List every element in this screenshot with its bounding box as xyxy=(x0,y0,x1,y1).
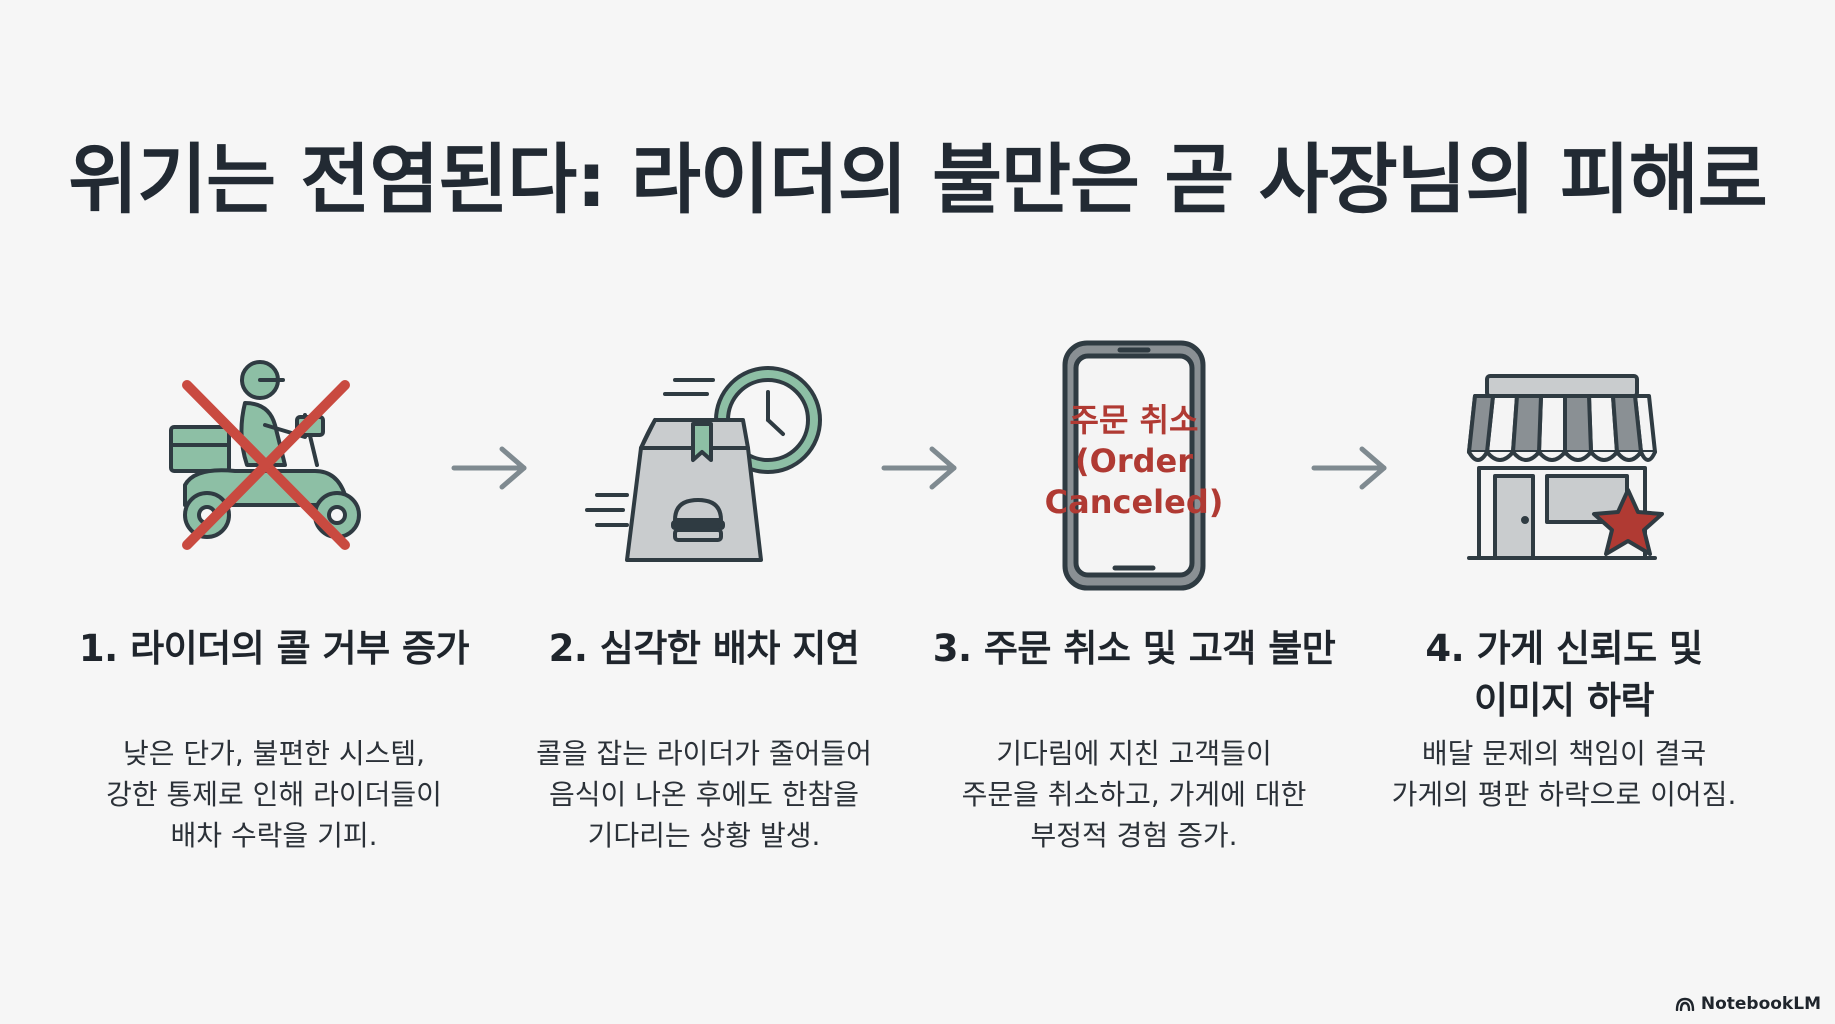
phone-label-line: 주문 취소 xyxy=(1069,401,1199,439)
brand-label: NotebookLM xyxy=(1700,994,1821,1014)
brand-watermark: NotebookLM xyxy=(1675,994,1821,1014)
arrow-right-icon xyxy=(881,446,957,490)
step-description: 배달 문제의 책임이 결국 가게의 평판 하락으로 이어짐. xyxy=(1344,733,1784,815)
step-desc-line: 낮은 단가, 불편한 시스템, xyxy=(122,737,426,770)
page-title: 위기는 전염된다: 라이더의 불만은 곧 사장님의 피해로 xyxy=(68,135,1767,224)
step-desc-line: 가게의 평판 하락으로 이어짐. xyxy=(1391,778,1737,811)
step-description: 콜을 잡는 라이더가 줄어들어 음식이 나온 후에도 한참을 기다리는 상황 발… xyxy=(484,733,924,856)
phone-order-canceled-label: 주문 취소 (Order Canceled) xyxy=(1014,400,1254,523)
step-title-line: 이미지 하락 xyxy=(1473,679,1655,722)
step-title-line: 1. 라이더의 콜 거부 증가 xyxy=(78,627,470,670)
step-desc-line: 음식이 나온 후에도 한참을 xyxy=(548,778,860,811)
step-desc-line: 기다리는 상황 발생. xyxy=(587,819,821,852)
step-title-line: 4. 가게 신뢰도 및 xyxy=(1425,627,1703,670)
step-desc-line: 기다림에 지친 고객들이 xyxy=(996,737,1272,770)
step-title: 4. 가게 신뢰도 및 이미지 하락 xyxy=(1334,623,1794,727)
step-title: 1. 라이더의 콜 거부 증가 xyxy=(44,623,504,675)
step-desc-line: 주문을 취소하고, 가게에 대한 xyxy=(961,778,1307,811)
delivery-bag-clock-icon xyxy=(585,366,822,562)
step-desc-line: 부정적 경험 증가. xyxy=(1030,819,1238,852)
step-title-line: 2. 심각한 배차 지연 xyxy=(548,627,860,670)
arrow-right-icon xyxy=(451,446,527,490)
step-desc-line: 배달 문제의 책임이 결국 xyxy=(1421,737,1707,770)
step-title: 3. 주문 취소 및 고객 불만 xyxy=(904,623,1364,675)
step-description: 기다림에 지친 고객들이 주문을 취소하고, 가게에 대한 부정적 경험 증가. xyxy=(914,733,1354,856)
phone-label-line: Canceled) xyxy=(1044,483,1224,521)
step-desc-line: 콜을 잡는 라이더가 줄어들어 xyxy=(536,737,872,770)
notebooklm-logo-icon xyxy=(1675,997,1695,1011)
storefront-star-icon xyxy=(1467,374,1664,560)
rider-scooter-crossed-icon xyxy=(169,360,361,550)
step-desc-line: 배차 수락을 기피. xyxy=(170,819,378,852)
phone-order-canceled-icon xyxy=(1062,340,1206,591)
step-description: 낮은 단가, 불편한 시스템, 강한 통제로 인해 라이더들이 배차 수락을 기… xyxy=(54,733,494,856)
step-title-line: 3. 주문 취소 및 고객 불만 xyxy=(932,627,1336,670)
arrow-right-icon xyxy=(1311,446,1387,490)
phone-label-line: (Order xyxy=(1075,442,1193,480)
step-title: 2. 심각한 배차 지연 xyxy=(474,623,934,675)
step-desc-line: 강한 통제로 인해 라이더들이 xyxy=(106,778,442,811)
